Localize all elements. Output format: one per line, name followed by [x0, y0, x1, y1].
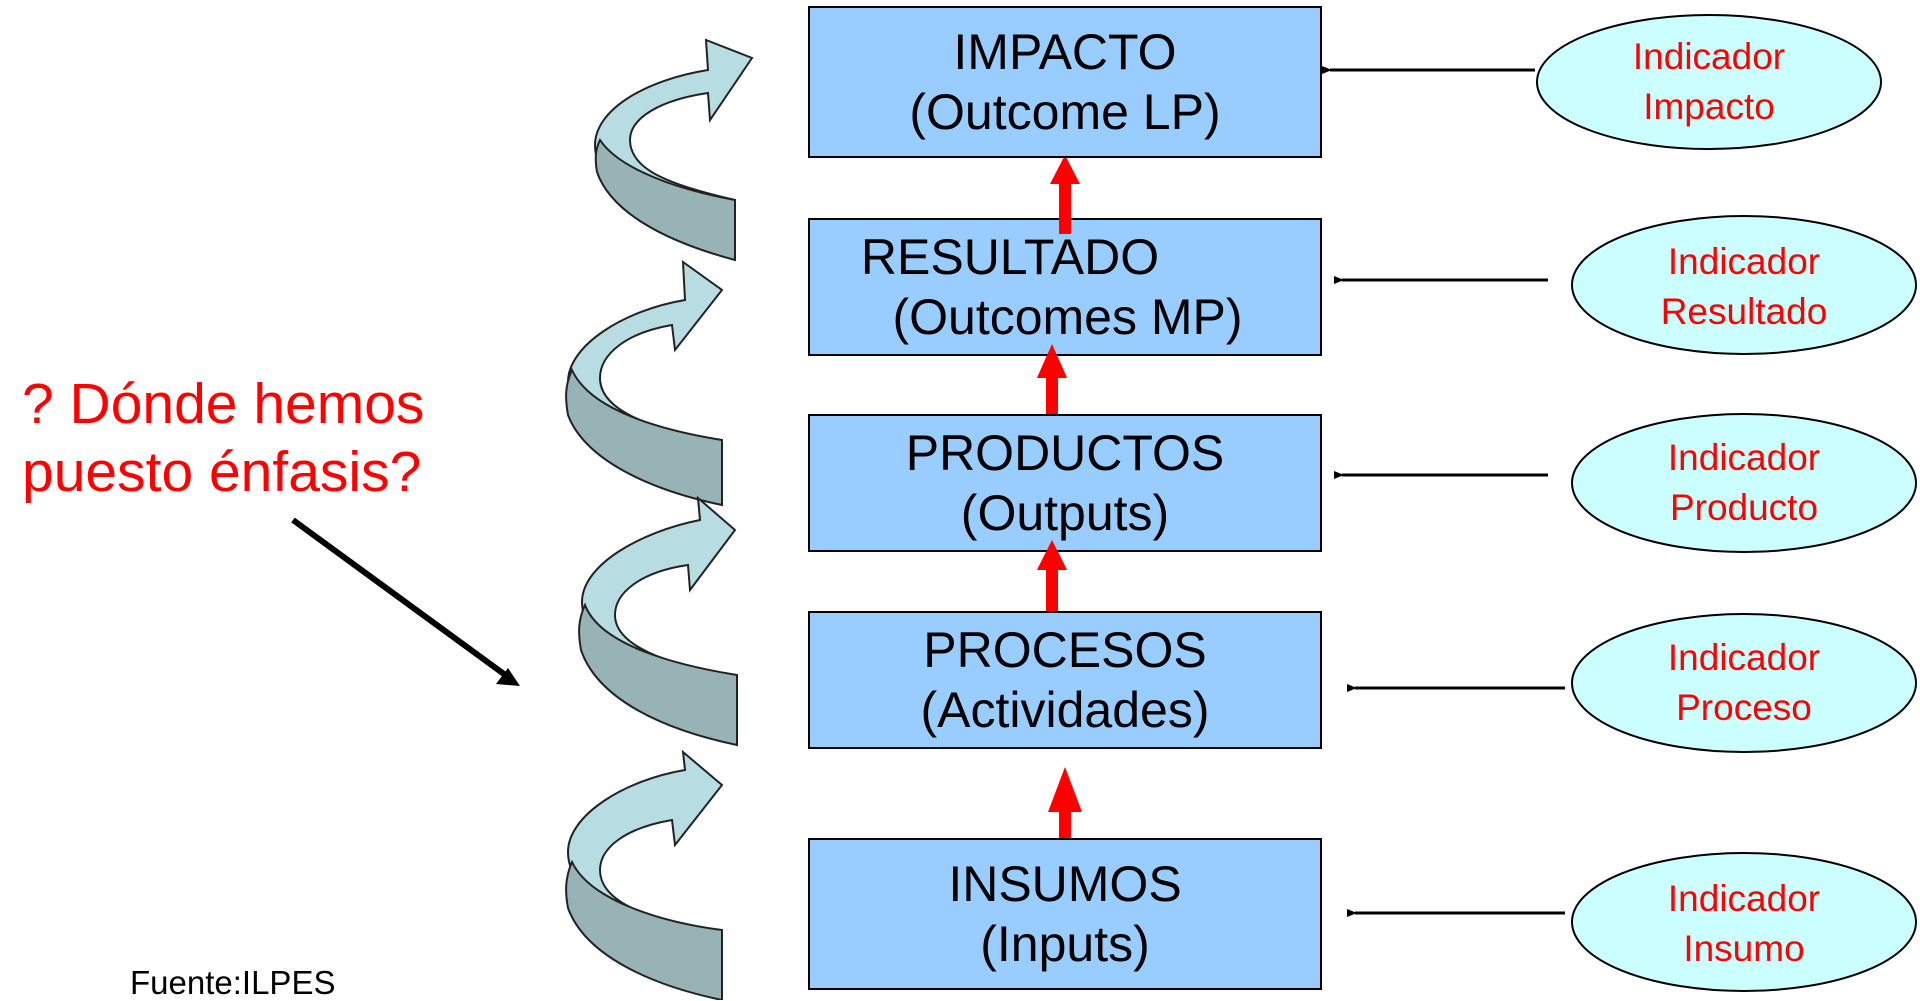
indicator-label-insumo: Indicador Insumo: [1612, 862, 1876, 986]
spiral-arrow-1: [593, 38, 754, 262]
box-impacto: IMPACTO (Outcome LP): [808, 6, 1322, 158]
indicator-ellipse-producto: [1571, 413, 1917, 553]
indicator-impacto-line1: Indicador: [1632, 36, 1786, 78]
box-procesos: PROCESOS (Actividades): [808, 611, 1322, 749]
box-resultado: RESULTADO (Outcomes MP): [808, 218, 1322, 356]
spiral-arrow-4: [565, 749, 724, 1000]
indicator-impacto-line2: Impacto: [1643, 86, 1775, 127]
indicator-insumo-line2: Insumo: [1683, 928, 1805, 969]
indicator-label-resultado: Indicador Resultado: [1612, 225, 1876, 349]
indicator-producto-line2: Producto: [1669, 487, 1819, 528]
flow-arrow-insumos-procesos: [1048, 767, 1082, 840]
box-productos-subtitle: (Outputs): [960, 485, 1170, 541]
box-resultado-subtitle: (Outcomes MP): [892, 289, 1243, 345]
indicator-ellipse-insumo: [1571, 852, 1917, 992]
indicator-producto-line1: Indicador: [1667, 437, 1821, 479]
spiral-arrow-2: [565, 259, 724, 507]
indicator-resultado-line1: Indicador: [1667, 241, 1821, 283]
box-impacto-subtitle: (Outcome LP): [909, 84, 1221, 140]
box-procesos-title: PROCESOS: [923, 622, 1207, 678]
source-label: Fuente:ILPES: [130, 964, 336, 1001]
box-impacto-title: IMPACTO: [953, 24, 1177, 80]
indicator-label-proceso: Indicador Proceso: [1612, 621, 1876, 745]
question-pointer-arrow: [291, 517, 520, 686]
indicator-ellipse-proceso: [1571, 613, 1917, 753]
question-line1: ? Dónde hemos: [22, 372, 425, 436]
indicator-resultado-line2: Resultado: [1660, 291, 1828, 332]
box-procesos-subtitle: (Actividades): [920, 682, 1210, 738]
indicator-insumo-line1: Indicador: [1667, 878, 1821, 920]
indicator-proceso-line1: Indicador: [1667, 637, 1821, 679]
indicator-label-producto: Indicador Producto: [1612, 421, 1876, 545]
indicator-label-impacto: Indicador Impacto: [1577, 20, 1841, 144]
box-resultado-title: RESULTADO: [860, 229, 1160, 285]
box-insumos-title: INSUMOS: [948, 856, 1182, 912]
box-productos: PRODUCTOS (Outputs): [808, 414, 1322, 552]
indicator-proceso-line2: Proceso: [1676, 687, 1812, 728]
box-insumos-subtitle: (Inputs): [980, 916, 1150, 972]
box-productos-title: PRODUCTOS: [905, 425, 1225, 481]
indicator-ellipse-impacto: [1536, 14, 1882, 150]
question-line2: puesto énfasis?: [22, 440, 422, 505]
spiral-arrow-3: [578, 495, 738, 747]
box-insumos: INSUMOS (Inputs): [808, 838, 1322, 990]
question-text: ? Dónde hemos puesto énfasis?: [22, 370, 424, 507]
indicator-ellipse-resultado: [1571, 215, 1917, 355]
